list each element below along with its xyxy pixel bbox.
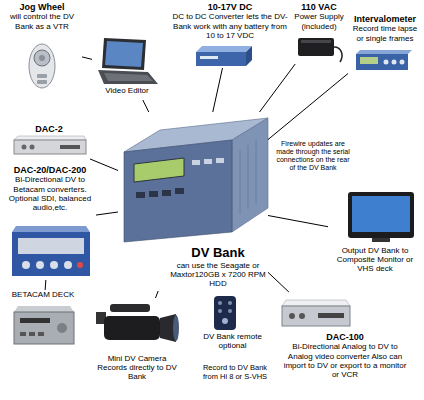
text-block: 10-17V DCDC to DC Converter lets the DV-…: [172, 2, 288, 40]
connector-line: [82, 57, 92, 59]
device-description: Video Editor: [92, 86, 162, 95]
remote-illustration: [214, 296, 236, 330]
dac20-illustration: [12, 226, 90, 276]
text-block: Output DV Bank to Composite Monitor or V…: [330, 246, 420, 274]
device-group: DV Bank remote optional: [195, 292, 270, 362]
device-title: DAC-2: [8, 124, 90, 134]
device-description: Mini DV Camera Records directly to DV Ba…: [94, 354, 180, 382]
text-block: DV Bank remote optional: [197, 332, 268, 350]
device-description: can use the Seagate or Maxtor120GB x 720…: [168, 261, 268, 289]
device-group: DAC-2: [8, 122, 90, 162]
connector-line: [96, 212, 118, 215]
text-block: IntervalometerRecord time lapse or singl…: [350, 14, 420, 43]
connector-line: [90, 159, 118, 171]
connector-line: [143, 100, 149, 112]
text-block: DAC-20/DAC-200Bi-Directional DV to Betac…: [5, 165, 95, 212]
camera-illustration: [96, 304, 179, 342]
device-title: 110 VAC: [289, 2, 349, 12]
device-group: Jog Wheelwill control the DV Bank as a V…: [2, 2, 82, 92]
device-group: BETACAM DECK: [8, 290, 78, 350]
device-group: DAC-20/DAC-200Bi-Directional DV to Betac…: [4, 163, 96, 280]
dc-converter-illustration: [196, 46, 252, 66]
device-description: Record time lapse or single frames: [350, 24, 420, 42]
device-group: 110 VACPower Supply (included): [288, 0, 350, 64]
device-title: Jog Wheel: [2, 2, 82, 12]
betacam-deck-illustration: [14, 306, 74, 344]
text-block: BETACAM DECK: [8, 290, 78, 299]
connector-line: [260, 64, 296, 112]
text-block: DAC-2: [8, 124, 90, 134]
device-description: will control the DV Bank as a VTR: [2, 12, 82, 30]
connector-line: [268, 216, 328, 227]
device-title: 10-17V DC: [172, 2, 288, 12]
device-description: Bi-Directional Analog to DV to Analog vi…: [281, 342, 409, 379]
connector-line: [268, 74, 348, 140]
device-description: DV Bank remote optional: [197, 332, 268, 350]
connector-line: [213, 68, 223, 112]
device-group: 10-17V DCDC to DC Converter lets the DV-…: [170, 0, 290, 68]
dac100-illustration: [282, 300, 350, 326]
device-title: Intervalometer: [350, 14, 420, 24]
device-group: Mini DV Camera Records directly to DV Ba…: [92, 298, 182, 393]
connector-line: [268, 272, 289, 292]
device-group: Video Editor: [92, 36, 162, 100]
text-block: DAC-100Bi-Directional Analog to DV to An…: [281, 332, 409, 379]
device-group: Output DV Bank to Composite Monitor or V…: [328, 188, 422, 283]
monitor-illustration: [348, 192, 414, 242]
device-description: Output DV Bank to Composite Monitor or V…: [330, 246, 420, 274]
device-description: Power Supply (included): [289, 12, 349, 30]
text-block: Mini DV Camera Records directly to DV Ba…: [94, 354, 180, 382]
device-description: BETACAM DECK: [8, 290, 78, 299]
power-supply-illustration: [298, 38, 342, 62]
device-description: DC to DC Converter lets the DV- Bank wor…: [172, 12, 288, 40]
dv-bank-illustration: [124, 118, 268, 242]
laptop-illustration: [98, 38, 158, 84]
connector-line: [45, 280, 47, 290]
note-text: Record to DV Bank from Hi 8 or S-VHS: [200, 364, 270, 381]
device-group: DAC-100Bi-Directional Analog to DV to An…: [278, 292, 412, 398]
device-title: DV Bank: [168, 246, 268, 261]
dac2-illustration: [14, 136, 86, 154]
device-group: DV Bankcan use the Seagate or Maxtor120G…: [118, 112, 268, 291]
jog-wheel-illustration: [29, 44, 55, 88]
note-text: Firewire updates are made through the se…: [274, 140, 352, 172]
intervalometer-illustration: [356, 50, 412, 70]
text-block: Jog Wheelwill control the DV Bank as a V…: [2, 2, 82, 31]
connector-line: [155, 291, 158, 298]
text-block: DV Bankcan use the Seagate or Maxtor120G…: [168, 246, 268, 289]
device-title: DAC-20/DAC-200: [5, 165, 95, 175]
device-title: DAC-100: [281, 332, 409, 342]
text-block: 110 VACPower Supply (included): [289, 2, 349, 31]
device-description: Bi-Directional DV to Betacam converters.…: [5, 175, 95, 212]
text-block: Video Editor: [92, 86, 162, 95]
device-group: IntervalometerRecord time lapse or singl…: [348, 12, 422, 74]
